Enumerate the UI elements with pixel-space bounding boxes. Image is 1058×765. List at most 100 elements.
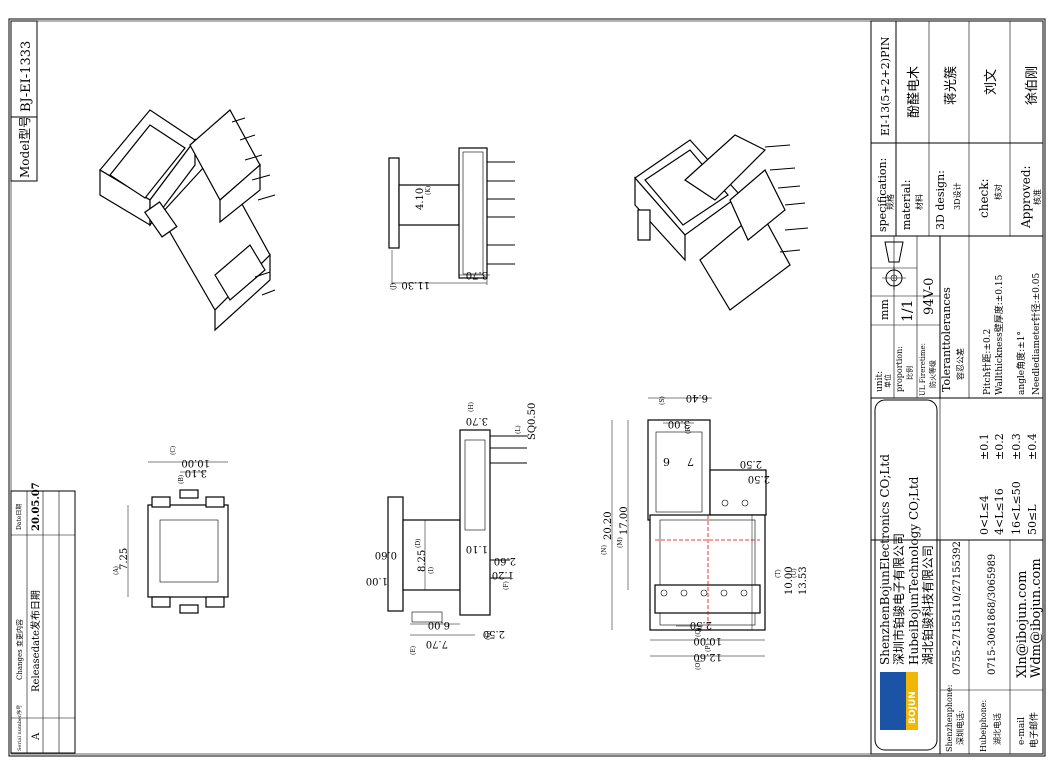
changes-row-date: 20.05.07 bbox=[31, 482, 42, 531]
tolerance-note-pitch: Pitch针距:±0.2 bbox=[981, 329, 993, 395]
dim-side-8-25: 8.25 bbox=[417, 550, 428, 572]
dim-bottom-2-50-c: 2.50 bbox=[690, 619, 712, 630]
isometric-view-left bbox=[99, 109, 276, 332]
changes-header-change: Changes 变更内容 bbox=[15, 619, 24, 680]
tol-value-4: ±0.4 bbox=[1026, 433, 1039, 460]
dim-bottom-6: 6 bbox=[663, 455, 670, 468]
hb-phone-value: 0715-3061868/3065989 bbox=[987, 554, 998, 675]
tolerance-note-angle: angle角度:±1° bbox=[1015, 331, 1027, 395]
dim-front-3-10: 3.10 bbox=[185, 467, 207, 478]
dim-bottom-13-53: 13.53 bbox=[798, 566, 809, 595]
hb-phone-label: Hubeiphone: bbox=[979, 700, 988, 752]
tolerance-title-cn: 容忍公差 bbox=[955, 348, 965, 380]
dim-side-label-f: (F) bbox=[503, 581, 510, 590]
dim-bottom-label-r: (R) bbox=[685, 425, 692, 434]
dim-side-7-70: 7.70 bbox=[426, 638, 448, 649]
dim-bottom-label-t: (T) bbox=[775, 569, 782, 578]
dim-side-label-g: (G) bbox=[485, 631, 492, 640]
dim-bottom-10-00-h: 10.00 bbox=[693, 635, 722, 646]
approved-value: 徐伯刚 bbox=[1025, 66, 1040, 105]
proportion-value: 1/1 bbox=[900, 299, 916, 322]
dim-side-1-20: 1.20 bbox=[492, 569, 514, 580]
dim-side-1-00: 1.00 bbox=[366, 575, 388, 586]
tolerance-title: Toleranttolerances bbox=[940, 287, 953, 392]
spec-label-cn: 规格 bbox=[885, 194, 895, 210]
dim-bottom-2-50-b: 2.50 bbox=[748, 473, 770, 484]
logo-text: BOJUN bbox=[908, 691, 918, 724]
changes-header-serial: Serial number序号 bbox=[16, 705, 23, 751]
dim-bottom-label-m: (M) bbox=[617, 537, 624, 548]
dim-top-3-70: 3.70 bbox=[466, 269, 488, 280]
spec-label: specification: bbox=[876, 158, 889, 232]
dim-side-2-50: 2.50 bbox=[483, 628, 505, 639]
sz-phone-value: 0755-27155110/27155392 bbox=[952, 541, 963, 675]
tol-value-1: ±0.1 bbox=[978, 433, 991, 460]
dim-bottom-12-60: 12.60 bbox=[693, 651, 722, 662]
dim-side-label-d: (D) bbox=[415, 539, 422, 549]
front-view: 10.00 3.10 7.25 (C) (B) (A) bbox=[113, 446, 229, 614]
dim-side-6-00: 6.00 bbox=[428, 619, 450, 630]
company-line-1: ShenzhenBojunElectronics CO;Ltd bbox=[878, 454, 892, 665]
tol-value-2: ±0.2 bbox=[993, 433, 1006, 460]
flame-label: UL Fireretime: bbox=[919, 343, 927, 396]
dim-side-3-70: 3.70 bbox=[466, 415, 488, 426]
approved-label: Approved: bbox=[1019, 165, 1033, 229]
dim-front-label-c: (C) bbox=[170, 446, 177, 455]
email-label: e-mail bbox=[1017, 717, 1027, 745]
check-label: check: bbox=[977, 178, 991, 218]
proportion-label: proportion: bbox=[895, 346, 904, 392]
dim-bottom-label-u: (U) bbox=[791, 568, 798, 578]
dim-bottom-3-00: 3.00 bbox=[668, 418, 690, 429]
company-line-3: HubeiBojunTechnology CO;Ltd bbox=[907, 476, 921, 665]
changes-row-change: Releasedate发布日期 bbox=[29, 590, 42, 692]
changes-header-date: Date日期 bbox=[15, 504, 23, 530]
dim-bottom-label-o: (O) bbox=[695, 660, 702, 670]
spec-value: EI-13(5+2+2)PIN bbox=[879, 36, 892, 136]
approved-label-cn: 核准 bbox=[1032, 189, 1042, 205]
design-label-cn: 3D设计 bbox=[952, 182, 962, 210]
dim-side-label-i: (I) bbox=[428, 567, 435, 574]
material-label: material: bbox=[900, 180, 913, 230]
dim-front-label-b: (B) bbox=[178, 475, 185, 484]
material-value: 酚醛电木 bbox=[906, 66, 922, 118]
dim-top-11-30: 11.30 bbox=[401, 279, 430, 290]
model-label: Model型号 bbox=[18, 116, 32, 178]
title-block: specification: 规格 EI-13(5+2+2)PIN materi… bbox=[870, 20, 1044, 755]
dim-side-label-l: (L) bbox=[515, 425, 522, 434]
hb-phone-label-cn: 湖北电话 bbox=[992, 713, 1002, 745]
dim-bottom-label-s: (S) bbox=[659, 396, 666, 405]
dim-bottom-label-q: (Q) bbox=[695, 627, 702, 637]
design-value: 蒋光簇 bbox=[944, 66, 959, 105]
proportion-label-cn: 比例 bbox=[905, 366, 914, 380]
bottom-view: 6.40 3.00 6 7 2.50 2.50 20.20 17.00 10.0… bbox=[601, 392, 809, 670]
dim-side-0-60: 0.60 bbox=[375, 549, 397, 560]
model-value: BJ-EI-1333 bbox=[19, 41, 34, 112]
dim-side-1-10: 1.10 bbox=[466, 543, 488, 554]
dim-bottom-2-50-a: 2.50 bbox=[740, 458, 762, 469]
dim-side-sq0-50: SQ0.50 bbox=[527, 403, 538, 440]
material-label-cn: 材料 bbox=[914, 194, 924, 210]
dim-side-label-e: (E) bbox=[410, 646, 417, 655]
tol-value-3: ±0.3 bbox=[1010, 433, 1023, 460]
tolerance-note-needle: Needlediameter针径:±0.05 bbox=[1030, 273, 1042, 395]
dim-side-2-60: 2.60 bbox=[494, 555, 516, 566]
sz-phone-label: Shenzhenphone: bbox=[945, 685, 954, 752]
bojun-logo: BOJUN bbox=[880, 672, 918, 730]
tol-range-2: 4<L≤16 bbox=[993, 488, 1006, 535]
design-label: 3D design: bbox=[934, 170, 947, 230]
tol-range-4: 50≤L bbox=[1026, 504, 1039, 535]
changes-table: Serial number序号 Changes 变更内容 Date日期 A Re… bbox=[10, 482, 76, 754]
company-line-4: 湖北铂骏科技有限公司 bbox=[920, 545, 935, 665]
dim-front-label-a: (A) bbox=[113, 566, 120, 575]
company-box bbox=[874, 399, 938, 751]
dim-side-label-h: (H) bbox=[468, 402, 475, 412]
dim-bottom-17-00: 17.00 bbox=[619, 506, 630, 535]
unit-value: mm bbox=[878, 299, 891, 320]
dim-front-7-25: 7.25 bbox=[119, 548, 130, 570]
dim-top-label-j: (J) bbox=[390, 283, 397, 290]
side-view: 3.70 SQ0.50 0.60 1.00 8.25 1.10 2.60 1.2… bbox=[366, 402, 538, 655]
isometric-view-right bbox=[634, 134, 809, 311]
email-label-cn: 电子邮件 bbox=[1028, 712, 1040, 748]
unit-label: unit: bbox=[875, 371, 885, 392]
sz-phone-label-cn: 深圳电话: bbox=[955, 710, 965, 745]
